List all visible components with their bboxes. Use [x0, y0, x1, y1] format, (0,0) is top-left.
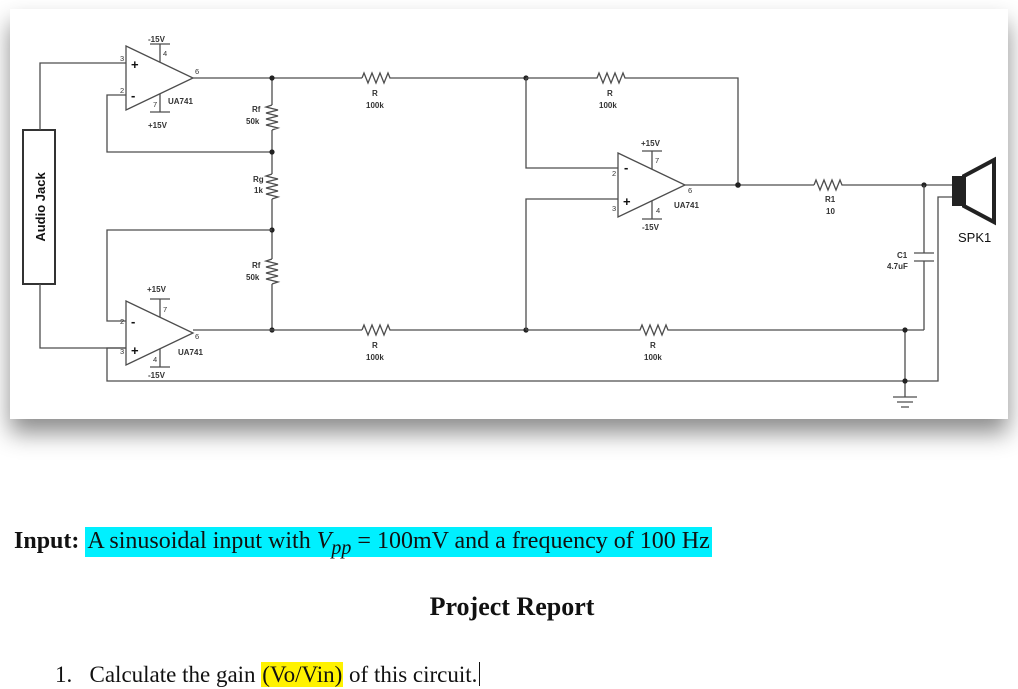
opamp-u3: - + +15V 7 2 3 6 4 UA741 -15V	[612, 139, 699, 232]
svg-text:100k: 100k	[366, 353, 384, 362]
svg-text:4: 4	[153, 355, 157, 364]
svg-text:4: 4	[163, 49, 167, 58]
svg-text:4: 4	[656, 206, 660, 215]
svg-text:2: 2	[120, 317, 124, 326]
svg-text:+: +	[623, 194, 631, 209]
svg-text:UA741: UA741	[674, 201, 699, 210]
wire-jack-bottom	[39, 284, 126, 349]
task-item-1[interactable]: 1. Calculate the gain (Vo/Vin) of this c…	[55, 662, 481, 688]
wire-ground-return	[106, 196, 952, 382]
svg-text:7: 7	[655, 156, 659, 165]
svg-text:-15V: -15V	[148, 35, 166, 44]
svg-text:+15V: +15V	[641, 139, 661, 148]
text-cursor	[479, 662, 481, 686]
svg-text:3: 3	[120, 347, 124, 356]
task-text-start: Calculate the gain	[89, 662, 262, 687]
svg-text:Rf: Rf	[252, 105, 261, 114]
svg-text:100k: 100k	[644, 353, 662, 362]
opamp-u2: - + +15V 7 2 3 6 4 UA741 -15V	[120, 285, 203, 380]
svg-text:1k: 1k	[254, 186, 263, 195]
svg-text:6: 6	[688, 186, 692, 195]
svg-text:50k: 50k	[246, 273, 260, 282]
svg-text:+15V: +15V	[147, 285, 167, 294]
svg-text:3: 3	[612, 204, 616, 213]
input-label: Input:	[14, 528, 80, 554]
svg-text:R1: R1	[825, 195, 836, 204]
wire-u2-minus-fb	[106, 229, 272, 322]
schematic-card: Audio Jack + - -15V 4 3 2 6 7 UA741 +15V…	[10, 9, 1008, 419]
svg-text:+: +	[131, 57, 139, 72]
svg-text:UA741: UA741	[168, 97, 193, 106]
resistor-r-in-top: R 100k	[361, 71, 526, 110]
svg-text:-: -	[131, 314, 135, 329]
resistor-r1: R1 10	[813, 178, 952, 216]
task-number: 1.	[55, 662, 73, 687]
opamp-u1: + - -15V 4 3 2 6 7 UA741 +15V	[120, 35, 199, 130]
svg-text:R: R	[372, 341, 378, 350]
svg-text:R: R	[607, 89, 613, 98]
svg-text:50k: 50k	[246, 117, 260, 126]
svg-text:4.7uF: 4.7uF	[887, 262, 908, 271]
svg-text:3: 3	[120, 54, 124, 63]
svg-text:-15V: -15V	[148, 371, 166, 380]
svg-text:C1: C1	[897, 251, 908, 260]
circuit-schematic: Audio Jack + - -15V 4 3 2 6 7 UA741 +15V…	[22, 35, 996, 408]
task-text-end: of this circuit.	[343, 662, 478, 687]
wire-u3-plus	[525, 198, 618, 330]
svg-text:R: R	[650, 341, 656, 350]
svg-text:-: -	[131, 88, 135, 103]
resistor-rf-top: Rf 50k	[246, 104, 281, 131]
wire-u1-minus-fb	[106, 94, 272, 153]
svg-text:-: -	[624, 160, 628, 175]
input-text-end: = 100mV and a frequency of 100 Hz	[351, 528, 710, 554]
speaker-label: SPK1	[958, 230, 991, 245]
speaker-spk1: SPK1	[952, 156, 996, 245]
svg-text:7: 7	[153, 100, 157, 109]
input-highlight: A sinusoidal input with Vpp = 100mV and …	[85, 527, 712, 559]
audio-jack-label: Audio Jack	[33, 172, 48, 242]
svg-text:Rg: Rg	[253, 175, 264, 184]
resistor-rf-bottom: Rf 50k	[246, 258, 281, 285]
svg-text:Rf: Rf	[252, 261, 261, 270]
wire-ground-node	[904, 329, 924, 397]
svg-text:+15V: +15V	[148, 121, 168, 130]
task-highlight: (Vo/Vin)	[261, 662, 344, 687]
resistor-r-ground: R 100k	[526, 323, 905, 362]
svg-text:7: 7	[163, 305, 167, 314]
input-sub: pp	[331, 536, 352, 559]
svg-text:-15V: -15V	[642, 223, 660, 232]
svg-text:2: 2	[612, 169, 616, 178]
wire-jack-top	[39, 62, 126, 130]
svg-text:10: 10	[826, 207, 835, 216]
resistor-r-in-bottom: R 100k	[361, 323, 526, 362]
resistor-rg: Rg 1k	[253, 173, 281, 200]
svg-text:R: R	[372, 89, 378, 98]
svg-text:+: +	[131, 343, 139, 358]
svg-text:6: 6	[195, 332, 199, 341]
input-description: Input: A sinusoidal input with Vpp = 100…	[14, 527, 712, 560]
wire-u3-minus	[525, 78, 618, 169]
resistor-r-feedback: R 100k	[526, 71, 739, 185]
svg-text:2: 2	[120, 86, 124, 95]
capacitor-c1: C1 4.7uF	[887, 185, 934, 330]
audio-jack-connector	[22, 129, 56, 285]
ground-symbol	[893, 396, 917, 408]
input-text-start: A sinusoidal input with	[87, 528, 317, 554]
svg-text:UA741: UA741	[178, 348, 203, 357]
report-title: Project Report	[429, 592, 595, 621]
input-var: V	[316, 528, 332, 554]
svg-text:100k: 100k	[599, 101, 617, 110]
svg-text:100k: 100k	[366, 101, 384, 110]
svg-text:6: 6	[195, 67, 199, 76]
